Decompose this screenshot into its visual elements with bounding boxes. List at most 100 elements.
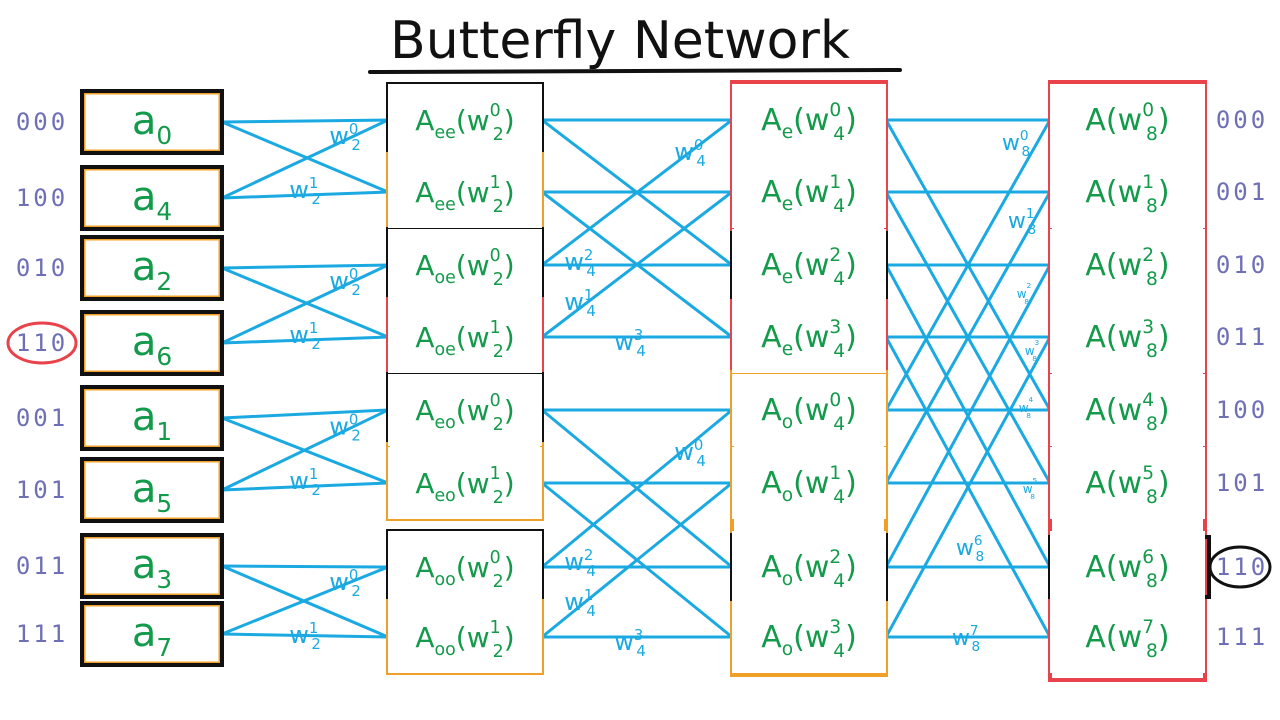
stage0-node-label: a5	[132, 466, 172, 518]
cell-background	[388, 84, 542, 156]
stage0-node-label: a6	[132, 319, 172, 371]
cell-background	[1050, 447, 1205, 519]
output-bit-label: 110	[1216, 553, 1268, 581]
output-bit-label: 000	[1216, 106, 1268, 134]
stage0-cell-box	[80, 89, 224, 155]
cell-background	[388, 374, 542, 446]
cell-background	[732, 84, 886, 156]
stage0-cell-box	[80, 457, 224, 523]
output-highlight-circle	[1208, 545, 1272, 589]
wire-s1-straight	[220, 632, 390, 639]
cell-background	[82, 167, 222, 229]
cell-background	[732, 301, 886, 373]
cell-background	[388, 601, 542, 673]
input-bit-label: 100	[16, 184, 68, 212]
output-bit-label: 011	[1216, 323, 1268, 351]
wire-s1-straight	[220, 263, 390, 270]
cell-background	[732, 531, 886, 603]
input-bit-label: 001	[16, 404, 68, 432]
cell-background	[388, 156, 542, 228]
stage0-cell-box	[80, 385, 224, 451]
wire-s1-cross	[220, 408, 390, 492]
stage0-node-label: a1	[132, 394, 172, 446]
wire-s1-cross	[220, 263, 390, 345]
input-bit-label: 110	[16, 329, 68, 357]
cell-background	[82, 387, 222, 449]
wire-s1-straight	[220, 335, 390, 345]
cell-background	[82, 237, 222, 299]
wires-layer	[220, 118, 1052, 639]
wire-s2-cross	[540, 408, 734, 569]
stage0-cell-box	[80, 310, 224, 376]
cell-background	[82, 603, 222, 665]
output-bit-label: 100	[1216, 396, 1268, 424]
title-underline	[368, 68, 902, 74]
wire-s2-cross	[540, 481, 734, 639]
input-highlight-circle	[6, 321, 78, 365]
input-bit-label: 111	[16, 620, 68, 648]
input-bit-label: 000	[16, 108, 68, 136]
wire-s1-cross	[220, 118, 390, 200]
input-bit-label: 010	[16, 254, 68, 282]
output-bit-label: 001	[1216, 178, 1268, 206]
wire-s1-cross	[220, 120, 390, 194]
stage0-node-label: a2	[132, 244, 172, 296]
wire-s3-cross	[884, 263, 1052, 569]
cell-background	[1050, 531, 1205, 603]
cell-background	[732, 229, 886, 301]
cell-background	[1050, 156, 1205, 228]
cell-background	[732, 447, 886, 519]
diagram-title: Butterfly Network	[390, 11, 850, 71]
stage0-node-label: a7	[132, 610, 172, 662]
cell-background	[388, 301, 542, 373]
wire-s1-straight	[220, 408, 390, 420]
cell-background	[1050, 84, 1205, 156]
output-bit-label: 111	[1216, 623, 1268, 651]
stage0-cell-box	[80, 235, 224, 301]
cell-background	[388, 531, 542, 603]
cell-background	[1050, 374, 1205, 446]
stage0-cell-box	[80, 533, 224, 599]
wire-s1-straight	[220, 118, 390, 124]
wire-s1-cross	[220, 565, 390, 636]
cell-background	[1050, 229, 1205, 301]
cell-background	[82, 91, 222, 153]
cell-background	[732, 156, 886, 228]
cell-background	[732, 374, 886, 446]
